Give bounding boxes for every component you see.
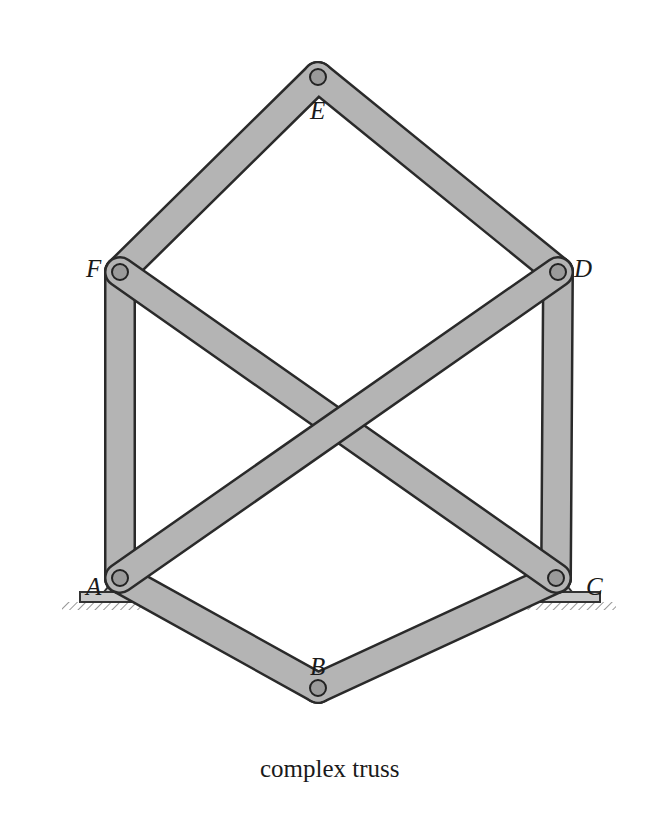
joint-label: D <box>574 256 592 281</box>
joint-label: E <box>310 98 325 123</box>
pins <box>112 69 566 696</box>
joint-label: C <box>586 574 603 599</box>
joint-label: F <box>86 256 101 281</box>
joint-label: A <box>86 574 101 599</box>
caption: complex truss <box>260 756 400 781</box>
truss-members-outline <box>120 77 558 688</box>
truss-members-fill <box>120 77 558 688</box>
diagonal-members <box>120 272 558 578</box>
joint-label: B <box>310 654 325 679</box>
